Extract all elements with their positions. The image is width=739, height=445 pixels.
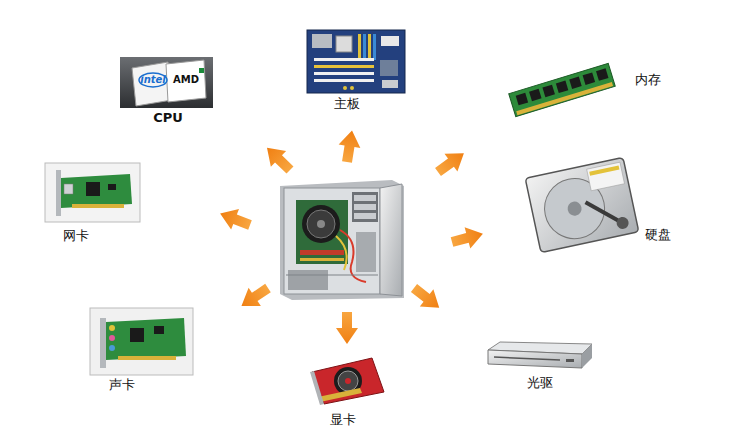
part-label: 内存	[635, 72, 661, 88]
memory-picture	[509, 63, 615, 116]
cpu-picture	[120, 57, 213, 108]
part-label: CPU	[153, 110, 183, 126]
graphics-card-picture	[310, 358, 384, 405]
arrows	[216, 129, 486, 344]
logo-text: intel	[140, 73, 166, 86]
part-label: 光驱	[527, 375, 553, 391]
part-label: 主板	[334, 96, 360, 112]
logo-text: AMD	[173, 73, 199, 86]
part-label: 硬盘	[645, 227, 671, 243]
hard-disk-picture	[525, 157, 639, 252]
sound-card-picture	[90, 308, 193, 375]
computer-case	[280, 180, 404, 300]
part-label: 声卡	[109, 377, 135, 393]
motherboard-picture	[307, 30, 405, 93]
network-card-picture	[45, 163, 140, 222]
part-label: 显卡	[330, 412, 356, 428]
part-label: 网卡	[63, 228, 89, 244]
optical-drive-picture	[488, 342, 592, 368]
